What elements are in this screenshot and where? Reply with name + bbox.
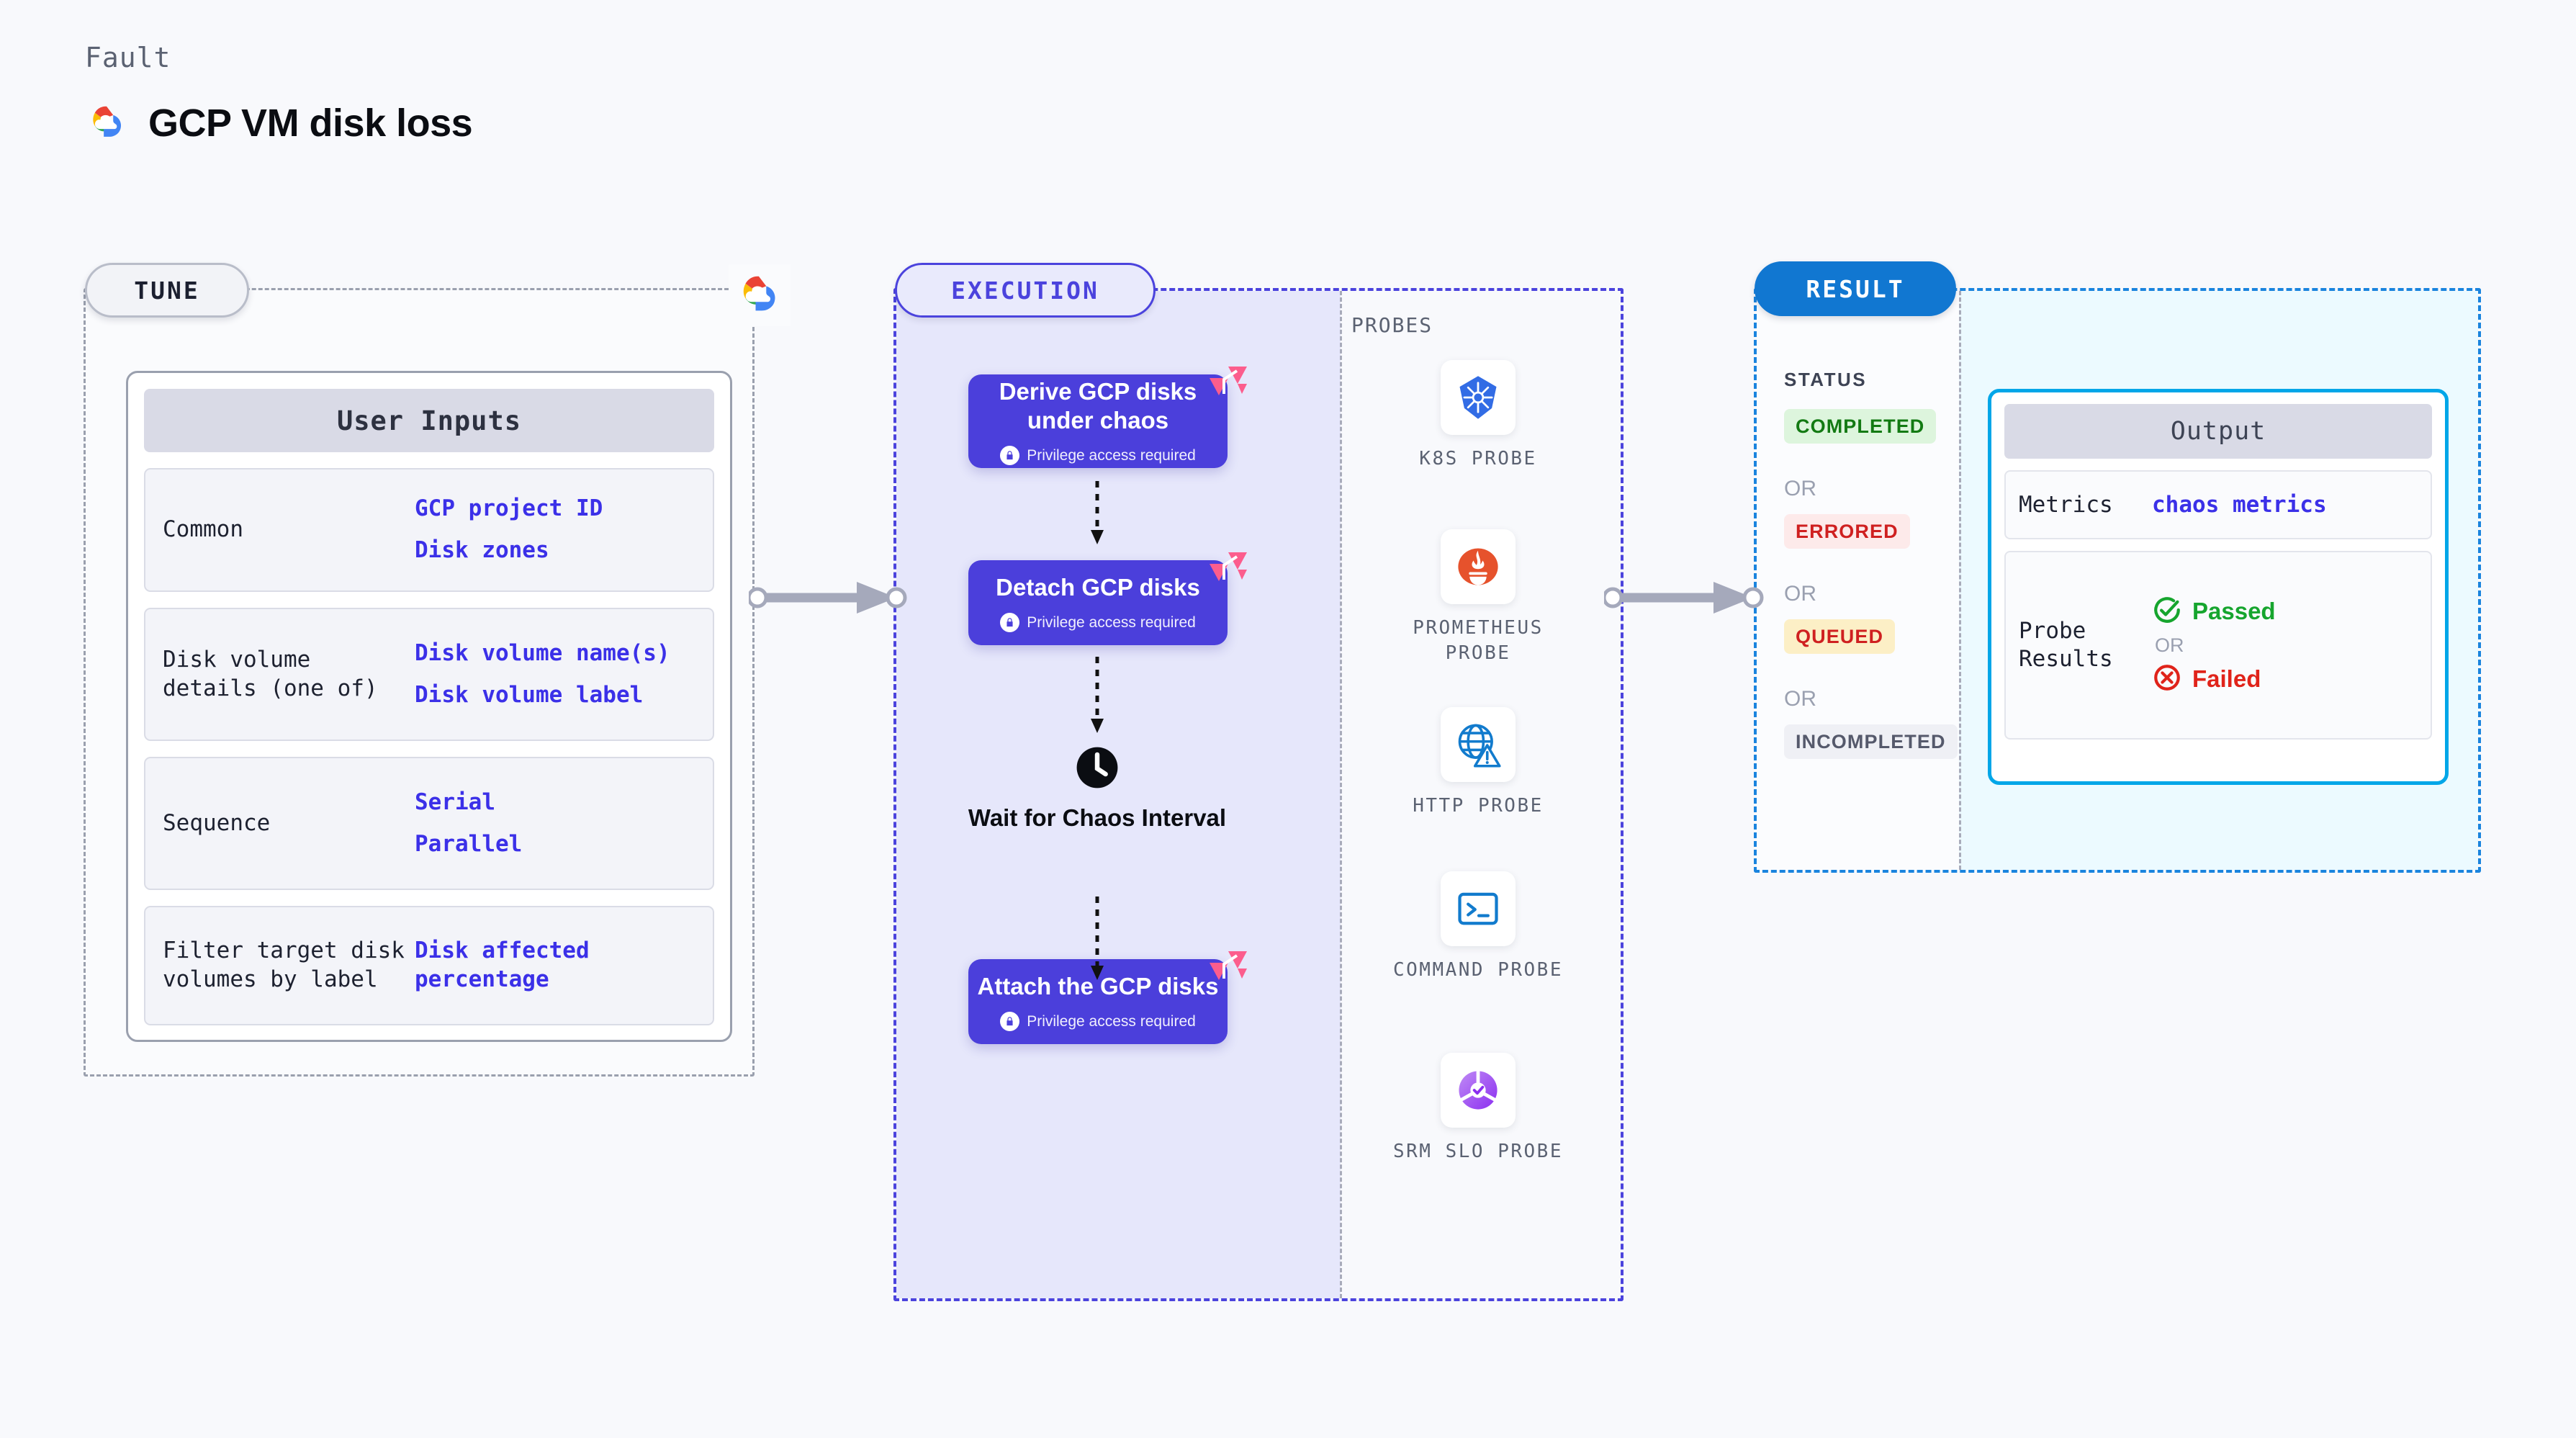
node-privilege-note: Privilege access required — [1000, 613, 1196, 633]
probe-item-command[interactable]: COMMAND PROBE — [1388, 871, 1568, 983]
execution-node-wait-for-chaos-interval[interactable]: Wait for Chaos Interval — [968, 745, 1227, 832]
result-panel — [1754, 288, 2481, 873]
connector-execution-to-result — [1604, 582, 1764, 614]
result-status-column — [1757, 291, 1959, 870]
lock-icon — [1000, 446, 1020, 466]
input-row-key: Disk volume details (one of) — [163, 646, 378, 701]
input-row-values: Disk affected percentage — [415, 937, 703, 994]
page-title-row: GCP VM disk loss — [85, 101, 473, 145]
input-value[interactable]: GCP project ID — [415, 495, 603, 522]
output-row-key: Probe Results — [2019, 618, 2113, 672]
input-value[interactable]: Serial — [415, 788, 495, 815]
output-row-key: Metrics — [2019, 491, 2113, 518]
probe-failed-label: Failed — [2192, 665, 2261, 692]
x-circle-icon — [2152, 662, 2182, 696]
output-card: Output Metrics chaos metrics Probe Resul… — [1988, 389, 2449, 785]
page-kicker: Fault — [85, 42, 171, 73]
node-title: Wait for Chaos Interval — [968, 804, 1227, 831]
status-badge-completed: COMPLETED — [1784, 409, 1937, 444]
result-tab[interactable]: RESULT — [1755, 261, 1956, 316]
input-row-values: Serial Parallel — [415, 788, 522, 858]
litmus-corner-icon — [1210, 951, 1247, 980]
probe-label: SRM SLO PROBE — [1393, 1141, 1563, 1162]
probes-section-label: PROBES — [1351, 313, 1433, 337]
http-globe-icon — [1441, 707, 1516, 782]
input-row-values: GCP project ID Disk zones — [415, 495, 603, 565]
input-value[interactable]: Disk volume label — [415, 681, 644, 708]
user-inputs-card: User Inputs Common GCP project ID Disk z… — [126, 371, 732, 1042]
clock-icon — [1075, 745, 1120, 794]
execution-node-derive-gcp-disks[interactable]: Derive GCP disks under chaos Privilege a… — [968, 374, 1228, 468]
input-value[interactable]: Disk zones — [415, 537, 549, 563]
status-badge-queued: QUEUED — [1784, 619, 1896, 654]
litmus-corner-icon — [1210, 552, 1247, 581]
input-value[interactable]: Disk affected percentage — [415, 938, 590, 992]
execution-tab[interactable]: EXECUTION — [895, 263, 1156, 318]
kubernetes-icon — [1441, 360, 1516, 435]
output-metrics-value[interactable]: chaos metrics — [2152, 492, 2327, 518]
input-row-filter-target[interactable]: Filter target disk volumes by label Disk… — [144, 906, 714, 1025]
node-privilege-note: Privilege access required — [1000, 1012, 1196, 1032]
probe-item-prometheus[interactable]: PROMETHEUS PROBE — [1388, 529, 1568, 666]
result-column-divider — [1959, 291, 1961, 870]
execution-probes-divider — [1340, 291, 1342, 1298]
probe-item-srm-slo[interactable]: SRM SLO PROBE — [1388, 1053, 1568, 1164]
probe-result-or: OR — [2155, 634, 2184, 656]
probe-label: HTTP PROBE — [1413, 795, 1544, 817]
input-value[interactable]: Parallel — [415, 830, 523, 857]
arrow-detach-to-wait — [1091, 657, 1104, 733]
input-row-values: Disk volume name(s) Disk volume label — [415, 639, 670, 709]
execution-panel — [893, 288, 1623, 1301]
probe-item-http[interactable]: HTTP PROBE — [1388, 707, 1568, 819]
node-privilege-text: Privilege access required — [1027, 446, 1196, 464]
tune-provider-gcp-cloud-logo-icon — [729, 264, 791, 326]
status-or-1: OR — [1784, 477, 1816, 500]
input-row-key: Common — [163, 516, 243, 543]
node-privilege-text: Privilege access required — [1027, 1012, 1196, 1030]
status-badge-incompleted: INCOMPLETED — [1784, 724, 1958, 759]
check-circle-icon — [2152, 595, 2182, 629]
probe-label: PROMETHEUS PROBE — [1413, 617, 1544, 665]
lock-icon — [1000, 613, 1020, 633]
output-row-metrics[interactable]: Metrics chaos metrics — [2004, 470, 2432, 539]
output-row-probe-results[interactable]: Probe Results Passed OR — [2004, 551, 2432, 740]
input-value[interactable]: Disk volume name(s) — [415, 639, 670, 666]
tune-tab[interactable]: TUNE — [85, 263, 249, 318]
connector-tune-to-execution — [749, 582, 907, 614]
input-row-key: Sequence — [163, 809, 271, 836]
execution-node-detach-gcp-disks[interactable]: Detach GCP disks Privilege access requir… — [968, 560, 1228, 645]
lock-icon — [1000, 1012, 1020, 1032]
probe-label: COMMAND PROBE — [1393, 959, 1563, 981]
probe-label: K8S PROBE — [1419, 448, 1537, 469]
status-badge-errored: ERRORED — [1784, 514, 1910, 549]
status-or-3: OR — [1784, 687, 1816, 711]
status-or-2: OR — [1784, 582, 1816, 606]
litmus-corner-icon — [1210, 367, 1247, 395]
arrow-derive-to-detach — [1091, 481, 1104, 544]
probe-result-values: Passed OR Failed — [2152, 595, 2276, 696]
user-inputs-title: User Inputs — [144, 389, 714, 452]
gcp-cloud-logo-icon — [85, 103, 130, 143]
terminal-icon — [1441, 871, 1516, 946]
probe-result-failed: Failed — [2152, 662, 2276, 696]
status-label: STATUS — [1784, 369, 1868, 390]
probe-passed-label: Passed — [2192, 598, 2276, 624]
probe-item-k8s[interactable]: K8S PROBE — [1388, 360, 1568, 472]
node-privilege-note: Privilege access required — [1000, 446, 1196, 466]
input-row-disk-volume-details[interactable]: Disk volume details (one of) Disk volume… — [144, 608, 714, 741]
page-title: GCP VM disk loss — [148, 102, 473, 145]
input-row-sequence[interactable]: Sequence Serial Parallel — [144, 757, 714, 890]
node-privilege-text: Privilege access required — [1027, 614, 1196, 631]
node-title: Derive GCP disks under chaos — [999, 377, 1197, 433]
input-row-common[interactable]: Common GCP project ID Disk zones — [144, 468, 714, 592]
node-title: Detach GCP disks — [996, 573, 1200, 601]
arrow-wait-to-attach — [1091, 896, 1104, 980]
prometheus-icon — [1441, 529, 1516, 604]
srm-slo-icon — [1441, 1053, 1516, 1128]
output-card-title: Output — [2004, 404, 2432, 459]
input-row-key: Filter target disk volumes by label — [163, 938, 405, 992]
probe-result-passed: Passed — [2152, 595, 2276, 629]
